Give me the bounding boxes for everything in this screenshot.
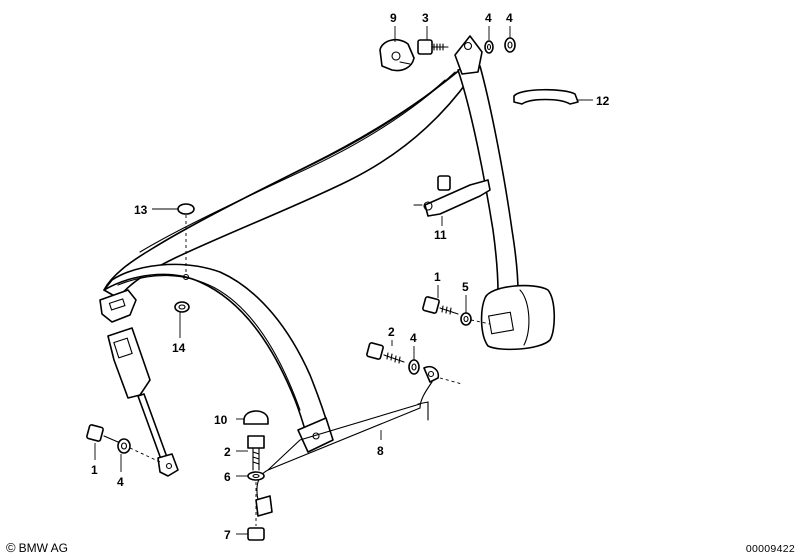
callout-14: 14 <box>172 341 186 355</box>
belt-tongue <box>99 289 137 323</box>
part-4-washer-top-a <box>484 40 494 54</box>
part-10-cap <box>243 410 269 425</box>
callout-4-middle: 4 <box>410 331 417 345</box>
upper-anchor-bracket <box>454 35 483 75</box>
copyright-symbol: © <box>6 540 16 555</box>
part-12-handle <box>513 88 579 105</box>
callout-3: 3 <box>422 11 429 25</box>
part-6-washer <box>247 471 265 481</box>
callout-8: 8 <box>377 444 384 458</box>
callout-5: 5 <box>462 280 469 294</box>
belt-buckle <box>107 327 179 477</box>
part-14-grommet <box>174 301 190 313</box>
part-8-anchor-rail <box>255 365 463 517</box>
callout-10: 10 <box>214 413 228 427</box>
pillar-belt-webbing <box>457 65 519 293</box>
part-2-bolt-lower <box>247 435 265 471</box>
callout-6: 6 <box>224 470 231 484</box>
part-9-cover <box>379 38 415 72</box>
callout-7: 7 <box>224 528 231 542</box>
callout-1-left: 1 <box>91 463 98 477</box>
leader-lines <box>94 26 593 535</box>
part-13-cap <box>177 203 195 281</box>
part-2-bolt-middle <box>366 342 405 364</box>
callout-12: 12 <box>596 94 610 108</box>
shoulder-belt-webbing <box>103 67 471 299</box>
copyright-holder: BMW AG <box>18 540 68 555</box>
part-1-bolt-left <box>86 424 119 443</box>
belt-retractor <box>480 284 556 351</box>
callout-2-middle: 2 <box>388 325 395 339</box>
callout-11: 11 <box>434 228 447 242</box>
part-11-height-adjuster <box>413 175 491 217</box>
assembly-line-left <box>129 447 161 463</box>
callout-4-left: 4 <box>117 475 124 489</box>
callout-2-lower: 2 <box>224 445 231 459</box>
part-4-washer-middle <box>408 359 420 375</box>
copyright-notice: © BMW AG <box>6 540 68 555</box>
part-4-washer-top-b <box>504 37 516 53</box>
part-3-bolt <box>417 39 449 55</box>
callout-9: 9 <box>390 11 397 25</box>
diagram-id: 00009422 <box>745 543 795 555</box>
part-7-nut <box>247 527 265 541</box>
callout-13: 13 <box>134 203 148 217</box>
callout-1-right: 1 <box>434 270 441 284</box>
part-1-bolt-right <box>422 296 459 315</box>
callout-4-top-b: 4 <box>506 11 513 25</box>
callout-4-top-a: 4 <box>485 11 492 25</box>
part-5-washer <box>460 312 472 326</box>
part-4-washer-left <box>117 438 131 454</box>
